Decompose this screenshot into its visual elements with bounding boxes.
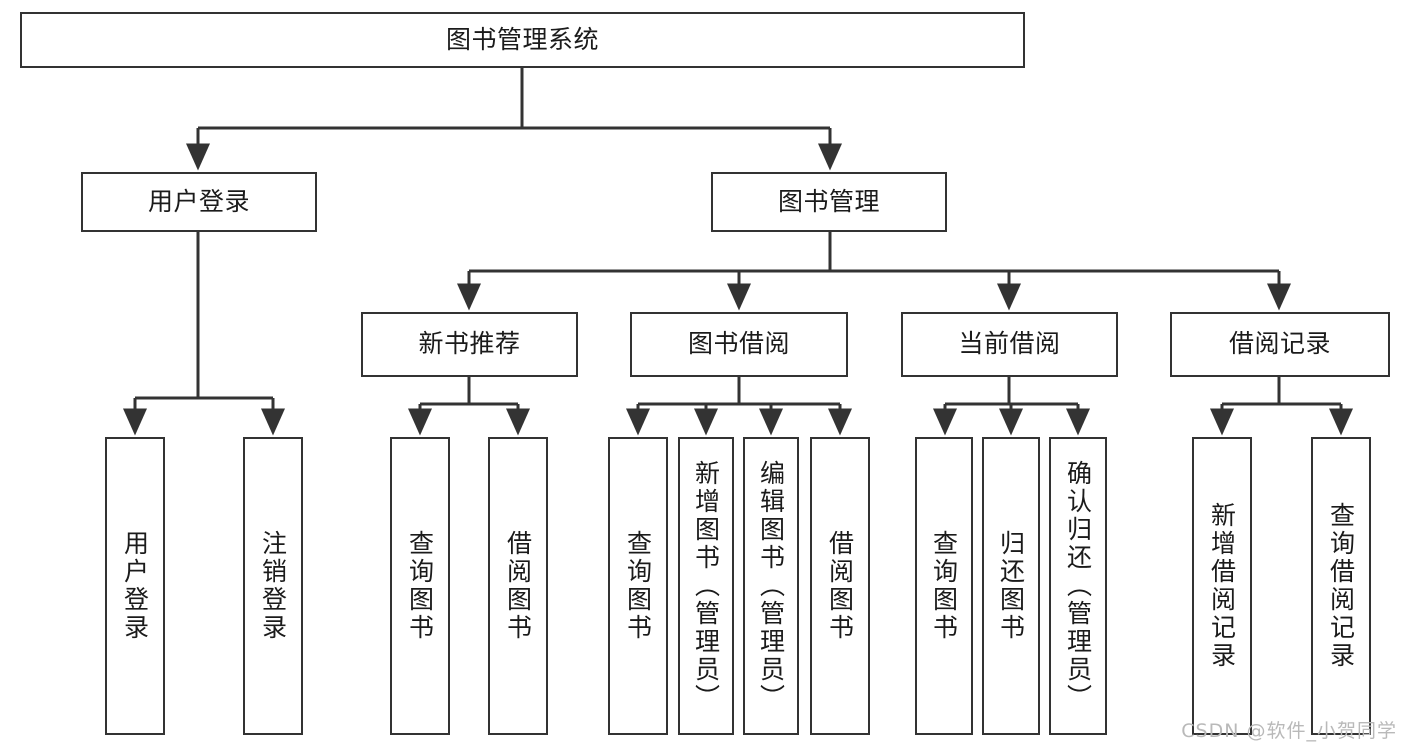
leaf-query-book-3-label: 查询图书	[929, 530, 959, 642]
leaf-return-book[interactable]: 归还图书	[982, 437, 1040, 735]
node-current-borrow-label: 当前借阅	[958, 329, 1061, 359]
node-root[interactable]: 图书管理系统	[20, 12, 1025, 68]
node-book-management[interactable]: 图书管理	[711, 172, 947, 232]
leaf-logout[interactable]: 注销登录	[243, 437, 303, 735]
node-book-borrow[interactable]: 图书借阅	[630, 312, 848, 377]
leaf-edit-book[interactable]: 编辑图书（管理员）	[743, 437, 799, 735]
node-root-label: 图书管理系统	[445, 24, 599, 54]
leaf-query-borrow-record[interactable]: 查询借阅记录	[1311, 437, 1371, 735]
leaf-user-login[interactable]: 用户登录	[105, 437, 165, 735]
leaf-borrow-book-2[interactable]: 借阅图书	[810, 437, 870, 735]
leaf-borrow-book-1-label: 借阅图书	[503, 530, 533, 642]
node-book-borrow-label: 图书借阅	[687, 329, 790, 359]
node-user-login[interactable]: 用户登录	[81, 172, 317, 232]
node-borrow-record-label: 借阅记录	[1228, 329, 1331, 359]
leaf-edit-book-label: 编辑图书（管理员）	[756, 460, 786, 712]
leaf-add-book-label: 新增图书（管理员）	[691, 460, 721, 712]
leaf-borrow-book-1[interactable]: 借阅图书	[488, 437, 548, 735]
leaf-query-book-3[interactable]: 查询图书	[915, 437, 973, 735]
leaf-logout-label: 注销登录	[258, 530, 288, 642]
leaf-query-borrow-record-label: 查询借阅记录	[1326, 502, 1356, 670]
leaf-query-book-1[interactable]: 查询图书	[390, 437, 450, 735]
leaf-add-borrow-record-label: 新增借阅记录	[1207, 502, 1237, 670]
leaf-confirm-return-label: 确认归还（管理员）	[1063, 460, 1093, 712]
leaf-query-book-2[interactable]: 查询图书	[608, 437, 668, 735]
leaf-add-borrow-record[interactable]: 新增借阅记录	[1192, 437, 1252, 735]
leaf-confirm-return[interactable]: 确认归还（管理员）	[1049, 437, 1107, 735]
node-current-borrow[interactable]: 当前借阅	[901, 312, 1118, 377]
leaf-return-book-label: 归还图书	[996, 530, 1026, 642]
node-borrow-record[interactable]: 借阅记录	[1170, 312, 1390, 377]
node-new-book-recommend-label: 新书推荐	[418, 329, 521, 359]
leaf-query-book-1-label: 查询图书	[405, 530, 435, 642]
leaf-query-book-2-label: 查询图书	[623, 530, 653, 642]
node-book-management-label: 图书管理	[777, 186, 880, 216]
node-new-book-recommend[interactable]: 新书推荐	[361, 312, 578, 377]
leaf-add-book[interactable]: 新增图书（管理员）	[678, 437, 734, 735]
leaf-borrow-book-2-label: 借阅图书	[825, 530, 855, 642]
node-user-login-label: 用户登录	[147, 186, 250, 216]
leaf-user-login-label: 用户登录	[120, 530, 150, 642]
